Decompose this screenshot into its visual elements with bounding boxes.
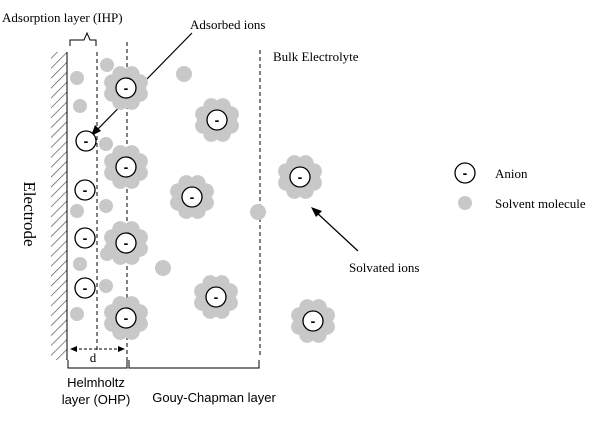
d-label: d: [90, 350, 97, 365]
legend-anion-symbol: -: [463, 165, 468, 181]
adsorbed-ions-label: Adsorbed ions: [190, 17, 265, 32]
solvated-ion-symbol: -: [124, 80, 129, 96]
adsorbed-ion-symbol: -: [84, 133, 89, 149]
solvated-ion-circle: [206, 109, 228, 131]
solvated-ions-label: Solvated ions: [349, 260, 419, 275]
solvent-molecule: [155, 260, 171, 276]
adsorbed-ion: -: [74, 277, 96, 299]
solvated-ion: -: [104, 296, 148, 340]
solvated-ion-circle: [115, 232, 137, 254]
solvated-ions-arrow: [315, 211, 359, 252]
helmholtz-brace: [67, 360, 128, 369]
helmholtz-label-line2: layer (OHP): [62, 392, 131, 407]
solvated-ion-symbol: -: [124, 310, 129, 326]
gouy-chapman-label: Gouy-Chapman layer: [152, 390, 276, 405]
gouy-chapman-brace: [128, 360, 260, 369]
solvent-molecule: [70, 307, 84, 321]
legend-solvent-icon: [458, 196, 472, 210]
solvent-molecule: [99, 199, 113, 213]
legend-anion-icon: [454, 162, 476, 184]
solvated-ion: -: [104, 221, 148, 265]
adsorbed-ion-symbol: -: [83, 182, 88, 198]
helmholtz-label-line1: Helmholtz: [67, 375, 125, 390]
solvated-ion-circle: [115, 77, 137, 99]
solvated-ion: -: [104, 145, 148, 189]
d-arrowhead-right: [118, 346, 125, 352]
legend: - Anion Solvent molecule: [454, 162, 586, 211]
solvated-ion-circle: [181, 186, 203, 208]
solvated-ion: -: [170, 175, 214, 219]
solvated-ion-symbol: -: [298, 169, 303, 185]
adsorbed-ion-symbol: -: [83, 230, 88, 246]
solvent-molecule: [73, 257, 87, 271]
solvent-molecule: [99, 137, 113, 151]
solvated-ion: -: [194, 275, 238, 319]
solvated-ion-circle: [289, 166, 311, 188]
solvated-ion-circle: [302, 310, 324, 332]
solvent-molecule: [100, 58, 114, 72]
adsorbed-ion: -: [74, 227, 96, 249]
solvent-molecule: [70, 204, 84, 218]
adsorbed-ion: -: [74, 179, 96, 201]
electrode-label: Electrode: [20, 181, 39, 246]
legend-solvent-label: Solvent molecule: [495, 196, 586, 211]
adsorbed-ion-symbol: -: [83, 280, 88, 296]
solvated-ion-symbol: -: [214, 289, 219, 305]
adsorbed-ion-circle: [74, 277, 96, 299]
legend-anion-label: Anion: [495, 166, 528, 181]
solvated-ion-symbol: -: [124, 159, 129, 175]
solvated-ion-circle: [205, 286, 227, 308]
free-solvent-molecules: [70, 58, 266, 321]
adsorbed-ion: -: [75, 130, 97, 152]
solvated-ion-circle: [115, 307, 137, 329]
solvated-ions-arrowhead: [311, 207, 322, 217]
electrode-surface: [51, 52, 67, 360]
adsorbed-ions-group: - - - -: [74, 130, 97, 299]
adsorbed-ion-circle: [74, 179, 96, 201]
solvated-ion-symbol: -: [311, 313, 316, 329]
solvent-molecule: [176, 66, 192, 82]
solvated-ions-group: - - - - - - - - -: [104, 66, 335, 343]
solvated-ion: -: [291, 299, 335, 343]
solvated-ion-symbol: -: [190, 189, 195, 205]
solvent-molecule: [73, 99, 87, 113]
solvated-ion: -: [195, 98, 239, 142]
d-arrowhead-left: [70, 346, 77, 352]
solvent-molecule: [250, 204, 266, 220]
solvent-molecule: [99, 279, 113, 293]
adsorbed-ions-arrowhead: [91, 125, 101, 136]
solvated-ion-symbol: -: [215, 112, 220, 128]
adsorbed-ion-circle: [75, 130, 97, 152]
solvated-ion: -: [278, 155, 322, 199]
solvated-ion-symbol: -: [124, 235, 129, 251]
solvent-molecule: [70, 71, 84, 85]
adsorption-layer-brace: [69, 31, 97, 46]
bulk-electrolyte-label: Bulk Electrolyte: [273, 49, 359, 64]
adsorbed-ion-circle: [74, 227, 96, 249]
adsorption-layer-label: Adsorption layer (IHP): [2, 10, 123, 25]
solvated-ion-circle: [115, 156, 137, 178]
solvated-ion: -: [104, 66, 148, 110]
